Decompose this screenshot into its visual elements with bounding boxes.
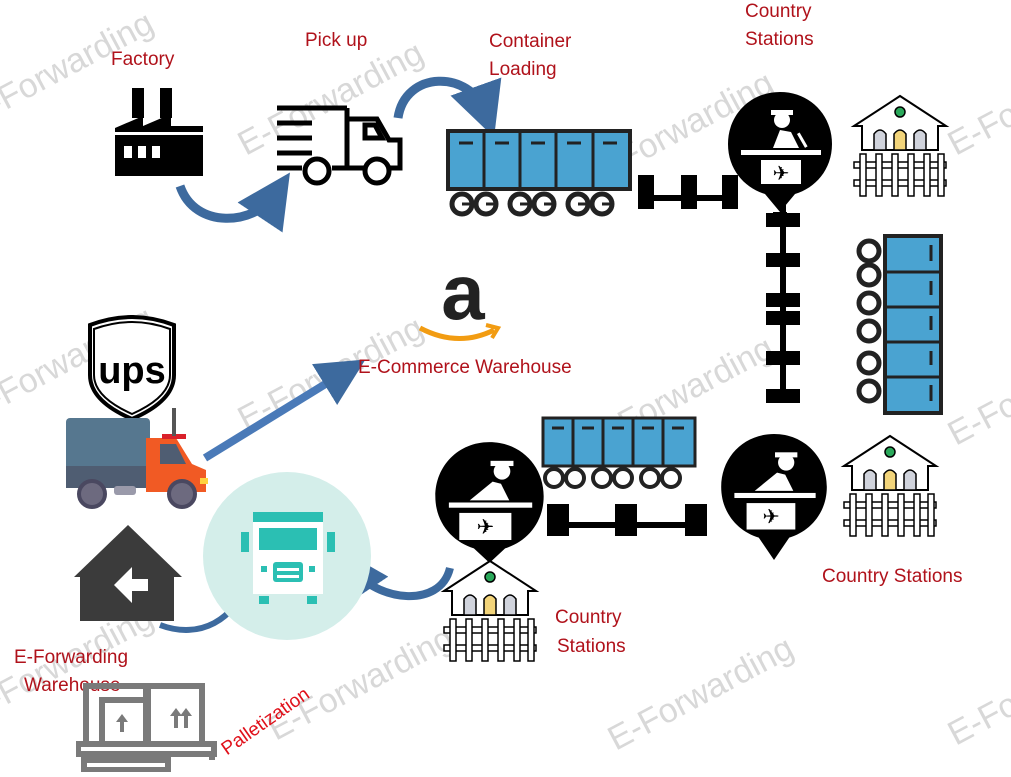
container-wagon-icon xyxy=(446,129,632,217)
rail-track-icon xyxy=(638,175,738,209)
customs-officer-icon: ✈ xyxy=(435,442,544,563)
station-building-icon xyxy=(440,559,540,662)
label-ecommerce-warehouse: E-Commerce Warehouse xyxy=(358,357,572,378)
arrow-ups-to-ecommerce xyxy=(202,359,366,462)
front-truck-icon xyxy=(203,472,371,640)
rail-track-vertical-icon xyxy=(766,205,800,403)
label-country-stations-right: Country Stations xyxy=(822,566,963,587)
label-country-stations-top-2: Stations xyxy=(745,29,814,50)
station-building-icon xyxy=(850,94,950,197)
arrow-factory-to-pickup xyxy=(175,172,291,233)
arrow-pickup-to-container xyxy=(393,76,502,138)
customs-officer-icon: ✈ xyxy=(721,434,827,560)
label-pickup: Pick up xyxy=(305,30,368,51)
label-country-stations-bottom-2: Stations xyxy=(557,636,626,657)
customs-officer-icon: ✈ xyxy=(728,92,832,220)
amazon-letter: a xyxy=(441,248,485,336)
amazon-smile-icon xyxy=(418,323,502,341)
label-container-loading-1: Container xyxy=(489,31,572,52)
station-building-icon xyxy=(840,434,940,537)
label-country-stations-bottom-1: Country xyxy=(555,607,622,628)
amazon-logo: a xyxy=(418,248,508,342)
svg-text:✈: ✈ xyxy=(477,516,494,539)
ups-text: ups xyxy=(98,350,166,392)
delivery-truck-icon xyxy=(66,408,208,509)
pallet-boxes-icon xyxy=(76,683,217,772)
rail-track-icon xyxy=(547,504,707,536)
label-eforwarding-warehouse-1: E-Forwarding xyxy=(14,647,129,668)
label-factory: Factory xyxy=(111,49,175,70)
svg-text:✈: ✈ xyxy=(762,506,779,528)
label-country-stations-top-1: Country xyxy=(745,1,812,22)
label-container-loading-2: Loading xyxy=(489,59,557,80)
warehouse-return-icon xyxy=(74,525,182,621)
container-wagon-icon xyxy=(541,416,697,489)
ups-logo: ups xyxy=(88,315,176,422)
factory-icon xyxy=(115,88,203,176)
pickup-truck-icon xyxy=(277,105,403,186)
svg-text:✈: ✈ xyxy=(773,163,790,185)
label-eforwarding-warehouse-2: Warehouse xyxy=(24,675,121,696)
container-wagon-vertical-icon xyxy=(856,234,943,415)
